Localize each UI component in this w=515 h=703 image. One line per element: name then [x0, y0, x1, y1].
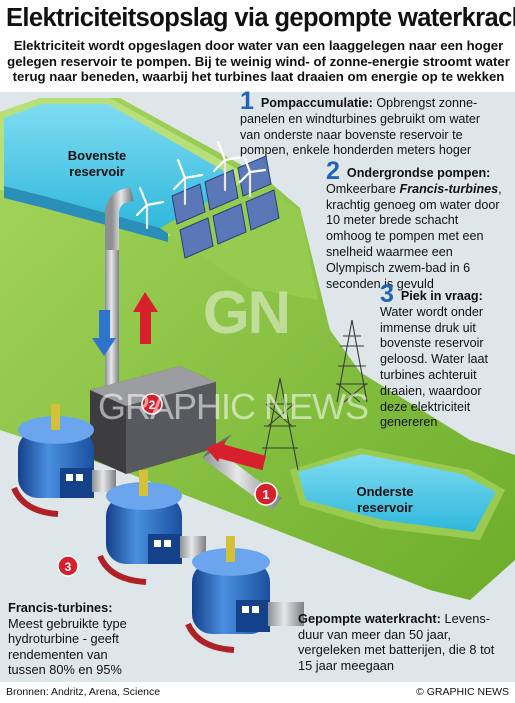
step-3-body: Water wordt onder immense druk uit boven… — [380, 304, 489, 430]
watermark-text: GRAPHIC NEWS — [98, 386, 369, 427]
marker-2: 2 — [141, 393, 163, 415]
penstock-pipe — [105, 187, 134, 250]
lower-reservoir-water — [298, 454, 496, 532]
step-1-body: Opbrengst zonne-panelen en windturbines … — [240, 96, 481, 158]
marker-1: 1 — [254, 482, 278, 506]
francis-heading: Francis-turbines: — [8, 600, 113, 615]
step-2-number: 2 — [326, 157, 340, 185]
arrow-inflow-icon — [206, 440, 266, 470]
marker-3: 3 — [57, 555, 79, 577]
francis-turbine-motor-3 — [192, 536, 304, 634]
step-2-body-post: , krachtig genoeg om water door 10 meter… — [326, 181, 502, 291]
marker-3-label: 3 — [65, 560, 72, 574]
wind-turbine-icon — [135, 140, 267, 230]
lower-reservoir-label: Onderste reservoir — [356, 484, 414, 515]
step-3-heading: Piek in vraag: — [400, 289, 483, 303]
upper-reservoir-label: Bovenste reservoir — [67, 148, 127, 179]
page-subtitle: Elektriciteit wordt opgeslagen door wate… — [7, 38, 510, 85]
watermark-logo: GN — [203, 279, 291, 346]
step-3-number: 3 — [380, 280, 394, 308]
step-2-body-em: Francis-turbines — [399, 181, 499, 196]
solar-panel-icon — [171, 155, 280, 259]
credit: © GRAPHIC NEWS — [416, 686, 509, 698]
step-1: 1 Pompaccumulatie: Opbrengst zonne-panele… — [240, 89, 502, 159]
step-2-heading: Ondergrondse pompen: — [346, 166, 491, 180]
pylon-icon — [261, 319, 368, 471]
francis-turbine-motor-1 — [18, 404, 116, 498]
step-2: 2 Ondergrondse pompen: Omkeerbare Francis… — [326, 159, 506, 292]
francis-turbines-note: Francis-turbines: Meest gebruikte type h… — [8, 600, 138, 678]
page-title: Elektriciteitsopslag via gepompte waterk… — [6, 4, 515, 32]
arrow-down-icon — [92, 310, 116, 356]
francis-turbine-motor-2 — [106, 470, 206, 564]
arrow-up-icon — [133, 292, 158, 344]
rotation-arrow-icon — [11, 486, 235, 653]
gepompt-body: Levens-duur van meer dan 50 jaar, vergel… — [298, 611, 495, 673]
marker-1-label: 1 — [262, 487, 269, 502]
step-1-heading: Pompaccumulatie: — [260, 96, 373, 110]
francis-body: Meest gebruikte type hydroturbine - geef… — [8, 615, 127, 678]
gepompt-heading: Gepompte waterkracht: — [298, 611, 441, 626]
step-3: 3 Piek in vraag: Water wordt onder immens… — [380, 282, 506, 431]
gepompte-waterkracht-note: Gepompte waterkracht: Levens-duur van me… — [298, 611, 510, 673]
sources: Bronnen: Andritz, Arena, Science — [6, 686, 161, 698]
step-2-body-pre: Omkeerbare — [326, 181, 400, 196]
marker-2-label: 2 — [149, 398, 156, 412]
step-1-number: 1 — [240, 87, 254, 115]
